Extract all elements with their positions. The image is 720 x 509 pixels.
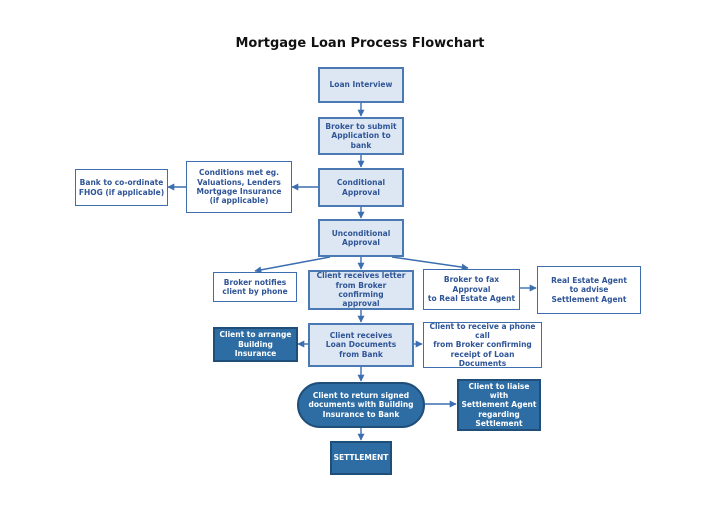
node-phone-call: Client to receive a phone call from Brok… xyxy=(423,322,542,368)
node-broker-submit: Broker to submit Application to bank xyxy=(318,117,404,155)
node-broker-fax: Broker to fax Approval to Real Estate Ag… xyxy=(423,269,520,310)
node-client-receives-letter: Client receives letter from Broker confi… xyxy=(308,270,414,310)
node-broker-notifies: Broker notifies client by phone xyxy=(213,272,297,302)
node-building-insurance: Client to arrange Building Insurance xyxy=(213,327,298,362)
node-bank-fhog: Bank to co-ordinate FHOG (if applicable) xyxy=(75,169,168,206)
chart-title: Mortgage Loan Process Flowchart xyxy=(235,36,485,51)
node-loan-interview: Loan Interview xyxy=(318,67,404,103)
node-real-estate-agent: Real Estate Agent to advise Settlement A… xyxy=(537,266,641,314)
arrow-unconditional-to-fax xyxy=(391,256,469,271)
arrow-unconditional-to-notifies xyxy=(254,256,331,274)
node-settlement: SETTLEMENT xyxy=(330,441,392,475)
node-unconditional-approval: Unconditional Approval xyxy=(318,219,404,257)
node-liaise-settlement: Client to liaise with Settlement Agent r… xyxy=(457,379,541,431)
node-return-signed: Client to return signed documents with B… xyxy=(297,382,425,428)
node-conditional-approval: Conditional Approval xyxy=(318,168,404,207)
node-loan-documents: Client receives Loan Documents from Bank xyxy=(308,323,414,367)
node-conditions-met: Conditions met eg. Valuations, Lenders M… xyxy=(186,161,292,213)
